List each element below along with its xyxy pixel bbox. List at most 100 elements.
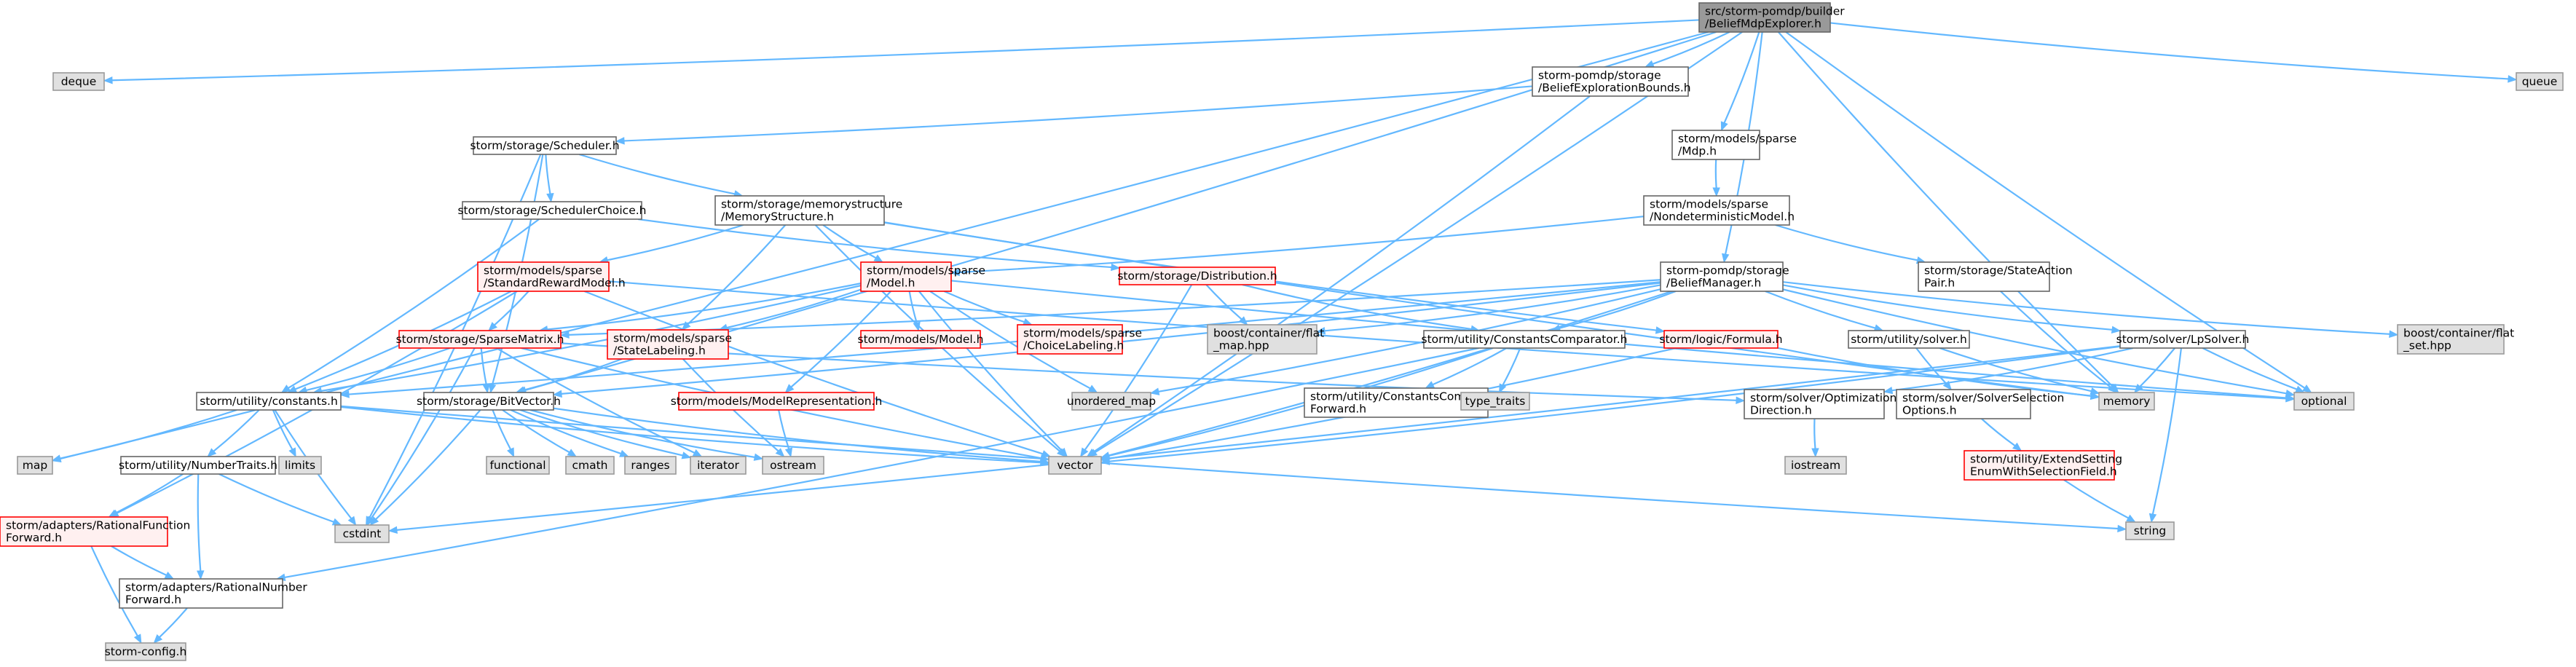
node-numbertraits[interactable]: storm/utility/NumberTraits.h [119,456,277,475]
node-distribution[interactable]: storm/storage/Distribution.h [1117,267,1277,285]
node-label-line: storm/adapters/RationalNumber [125,581,307,594]
node-root[interactable]: src/storm-pomdp/builder/BeliefMdpExplore… [1698,2,1845,33]
edge-optdir-to-iostream [1811,418,1819,458]
edge-line [284,347,1479,579]
node-stormconfig: storm-config.h [105,642,187,661]
node-srm[interactable]: storm/models/sparse/StandardRewardModel.… [477,261,626,292]
edge-arrowhead [913,321,921,332]
edge-beliefmanager-to-optional [1782,288,2296,398]
edge-line [2151,347,2183,515]
node-memory: memory [2098,392,2155,411]
edge-root-to-deque [103,19,1700,84]
edge-sparsematrix-to-cstdint [366,347,476,526]
node-label-line: /BeliefMdpExplorer.h [1705,17,1821,31]
edge-line [547,283,862,331]
edge-arrowhead [619,449,629,457]
edge-line [197,473,202,572]
node-constants[interactable]: storm/utility/constants.h [196,392,342,411]
edge-arrowhead [280,384,291,393]
node-memstruct[interactable]: storm/storage/memorystructure/MemoryStru… [714,195,902,226]
node-choicelabeling[interactable]: storm/models/sparse/ChoiceLabeling.h [1017,324,1142,355]
node-bitvector[interactable]: storm/storage/BitVector.h [417,392,561,411]
node-lpsolver[interactable]: storm/solver/LpSolver.h [2116,330,2250,349]
node-bounds[interactable]: storm-pomdp/storage/BeliefExplorationBou… [1532,66,1691,97]
edge-line [1108,347,1494,457]
node-ndmodel[interactable]: storm/models/sparse/NondeterministicMode… [1643,195,1795,226]
edge-line [687,224,787,325]
node-label-line: Forward.h [6,532,62,545]
edge-line [908,291,918,323]
edge-line [1108,345,2121,462]
node-label-line: queue [2522,75,2558,88]
edge-line [560,342,1737,401]
node-modelrep[interactable]: storm/models/ModelRepresentation.h [671,392,883,411]
edge-arrowhead [1655,326,1666,334]
edge-constants-to-string [340,405,2127,533]
node-label-line: _map.hpp [1213,339,1269,353]
edge-arrowhead [784,384,795,393]
edge-line [321,285,862,392]
node-model[interactable]: storm/models/sparse/Model.h [860,261,985,292]
node-label-line: storm/utility/NumberTraits.h [119,459,277,472]
node-map: map [17,456,53,475]
edge-arrowhead [681,321,691,331]
edge-constants-to-limits [272,409,296,458]
edge-ndmodel-to-stateaction [1775,224,1926,264]
edge-arrowhead [692,449,703,457]
node-label-line: storm/utility/ConstantsComparator.h [1422,333,1628,346]
node-label-line: ostream [770,459,816,472]
node-formula[interactable]: storm/logic/Formula.h [1659,330,1783,349]
node-sparsematrix[interactable]: storm/storage/SparseMatrix.h [396,330,564,349]
edge-line [1205,284,1242,320]
edge-arrowhead [51,454,62,462]
node-scheduler[interactable]: storm/storage/Scheduler.h [470,136,620,155]
edge-arrowhead [153,634,163,644]
edge-arrowhead [347,516,357,526]
edge-line [623,85,1533,142]
node-constcomp[interactable]: storm/utility/ConstantsComparator.h [1422,330,1628,349]
node-mdp[interactable]: storm/models/sparse/Mdp.h [1671,130,1797,160]
node-statelabeling[interactable]: storm/models/sparse/StateLabeling.h [607,329,732,360]
node-label-line: /BeliefExplorationBounds.h [1538,82,1691,95]
edge-arrowhead [2111,325,2122,334]
node-label-line: cstdint [343,527,382,540]
edge-line [288,218,540,389]
node-iterator: iterator [690,456,747,475]
node-box [2098,392,2155,411]
edge-solversel-to-extsetting [1981,418,2022,451]
edge-rffwd-to-rnfwd [111,545,175,580]
node-label-line: storm/utility/solver.h [1851,333,1967,346]
edge-line [822,224,877,259]
node-box [1896,389,2031,419]
node-label-line: type_traits [1465,395,1526,409]
node-solverh[interactable]: storm/utility/solver.h [1848,330,1970,349]
edge-schedchoice-to-distribution [637,218,1121,272]
edge-line [2000,291,2111,388]
node-label-line: storm/storage/StateAction [1924,264,2073,277]
node-modelh[interactable]: storm/models/Model.h [858,330,984,349]
edge-lpsolver-to-optdir [1883,347,2134,395]
node-extsetting[interactable]: storm/utility/ExtendSettingEnumWithSelec… [1963,450,2122,481]
edge-constcomp-to-constcompfwd [1425,347,1508,389]
node-box [1423,330,1626,349]
edge-arrowhead [197,570,205,580]
edge-line [496,347,696,454]
node-iostream: iostream [1784,456,1847,475]
node-beliefmanager[interactable]: storm-pomdp/storage/BeliefManager.h [1660,261,1789,292]
node-schedchoice[interactable]: storm/storage/SchedulerChoice.h [457,201,647,220]
edge-line [2063,479,2129,519]
node-label-line: storm-config.h [105,645,187,658]
edge-line [1813,418,1816,449]
node-constcompfwd[interactable]: storm/utility/ConstantsComparatorForward… [1304,387,1507,418]
node-label-line: storm-pomdp/storage [1538,69,1661,82]
edge-line [111,19,1700,82]
node-box [1671,130,1760,160]
edge-line [778,409,790,449]
node-label-line: storm/logic/Formula.h [1659,333,1782,346]
edge-line [1915,347,1947,384]
